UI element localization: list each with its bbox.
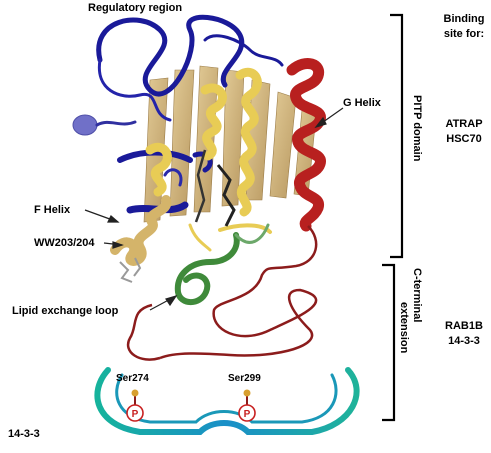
phospho-ser274-icon: P	[126, 404, 144, 422]
g-helix-ribbon	[286, 58, 326, 232]
lipid-exchange-loop-ribbon	[174, 223, 270, 306]
pitp-partner-atrap: ATRAP	[445, 118, 483, 130]
regulatory-region-ribbon	[72, 14, 284, 214]
ww-residues	[119, 257, 142, 283]
ww-motif-label: WW203/204	[34, 237, 95, 249]
pitp-domain-label: PITP domain	[411, 95, 423, 162]
phospho-ser299-icon: P	[238, 404, 256, 422]
f-helix-ribbon	[110, 195, 172, 266]
lipid-chain	[216, 164, 236, 227]
cterm-partner-1433: 14-3-3	[448, 335, 480, 347]
pointer-arrows	[84, 107, 344, 311]
ser299-label: Ser299	[228, 373, 261, 384]
cterm-domain-label-line2: extension	[398, 302, 410, 354]
f-helix-label: F Helix	[34, 204, 71, 216]
cterm-extension-coil	[159, 225, 318, 360]
yellow-helices	[145, 68, 272, 252]
ser299-stick	[243, 389, 251, 405]
ser274-stick	[131, 389, 139, 405]
cterm-domain-label-line1: C-terminal	[411, 268, 423, 323]
pitp-partner-hsc70: HSC70	[446, 133, 482, 145]
cterm-partner-rab1b: RAB1B	[445, 320, 483, 332]
dimer-1433	[94, 367, 360, 435]
lipid-chain-2	[194, 149, 207, 223]
g-helix-label: G Helix	[343, 97, 381, 109]
regulatory-region-label: Regulatory region	[88, 2, 183, 14]
binding-header-line1: Binding	[443, 13, 485, 25]
binding-header-line2: site for:	[443, 28, 485, 40]
svg-text:P: P	[132, 409, 139, 420]
ser274-label: Ser274	[116, 373, 149, 384]
dimer-1433-label: 14-3-3	[8, 428, 40, 440]
svg-text:P: P	[244, 409, 251, 420]
domain-brackets	[382, 13, 404, 422]
lipid-exchange-loop-label: Lipid exchange loop	[12, 305, 119, 317]
cterm-extension-coil-2	[126, 303, 161, 361]
